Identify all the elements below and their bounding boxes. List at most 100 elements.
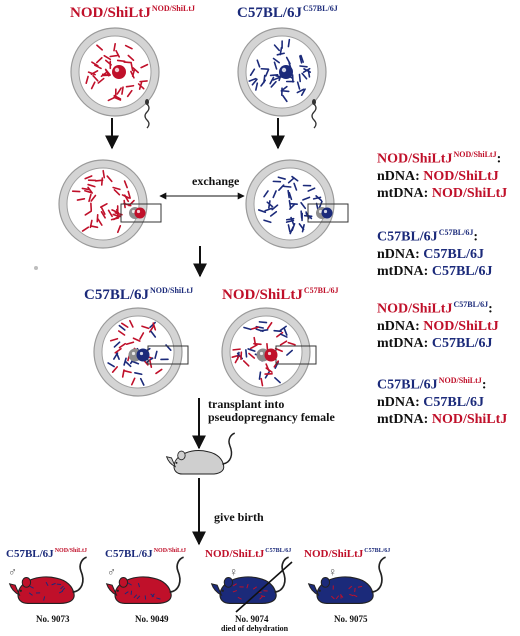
chromatin-dash [28,592,33,596]
chromatin-dash [115,49,121,58]
mtdna-label: mtDNA: [377,263,429,279]
legend-superscript: NOD/ShiLtJ [438,376,482,385]
chromatin-dash [127,190,131,199]
chromatin-dash [301,72,308,80]
karyoplast-highlight [131,209,136,214]
chromatin-dash [287,38,291,48]
chromatin-dash [232,348,241,351]
mouse-body [173,450,225,475]
chromatin-dash [331,595,335,600]
chromatin-dash [287,177,295,184]
offspring-mouse [307,556,386,604]
chromatin-dash [300,54,305,63]
chromatin-dash [291,175,299,182]
chromatin-dash [113,94,122,100]
middle-right-title: NOD/ShiLtJC57BL/6J [222,286,339,304]
nucleus [112,65,126,79]
chromatin-dash [272,190,277,199]
mtdna-label: mtDNA: [377,335,429,351]
mouse-body [316,576,374,604]
chromatin-dash [29,585,34,589]
chromatin-dash [258,321,268,324]
top-left-superscript: NOD/ShiLtJ [151,4,195,13]
chromatin-dash [271,204,279,211]
chromatin-dash [76,198,86,201]
legend-strain: C57BL/6J [377,377,438,393]
chromatin-dash [260,79,267,87]
chromatin-dash [91,61,99,67]
chromatin-dash [109,54,118,58]
chromatin-dash [124,44,133,50]
offspring-number: No. 9049 [135,614,169,624]
chromatin-dash [291,222,296,232]
transplant-label: transplant into pseudopregnancy female [208,398,335,424]
chromatin-dash [132,66,140,74]
chromatin-dash [237,596,242,600]
ndna-label: nDNA: [377,318,420,334]
chromatin-dash [148,325,155,333]
oocyte-b6-top [237,27,327,129]
chromatin-dash [124,360,132,368]
sex-symbol: ♀ [229,565,238,579]
chromatin-dash [252,586,257,590]
chromatin-dash [118,342,127,349]
reconstructed-b6-nod [93,307,189,397]
chromatin-dash [127,582,132,586]
stray-dot [34,266,38,270]
karyoplast-highlight [259,351,264,356]
deceased-strike [235,561,293,613]
offspring-strain: C57BL/6J [105,548,153,560]
chromatin-dash [260,595,266,598]
chromatin-dash [139,332,145,340]
chromatin-dash [265,367,273,373]
chromatin-dash [260,377,264,387]
mouse-eye [318,589,321,592]
offspring-superscript: NOD/ShiLtJ [54,548,88,555]
chromatin-dash [124,591,129,595]
chromatin-dash [276,331,284,338]
mouse-snout [165,456,177,468]
chromatin-dash [282,185,292,188]
chromatin-dash [285,217,295,221]
chromatin-dash [300,88,306,97]
chromatin-dash [242,360,250,367]
chromatin-dash [318,200,323,209]
mouse-snout [8,583,21,597]
chromatin-dash [123,357,127,366]
mouse-snout [210,583,223,597]
chromatin-dash [298,223,305,231]
chromatin-dash [130,62,134,72]
legend-strain: C57BL/6J [377,229,438,245]
chromatin-dash [250,326,259,330]
chromatin-dash [274,347,283,353]
chromatin-dash [303,68,312,73]
chromatin-dash [113,188,121,196]
chromatin-dash [246,584,249,589]
karyoplast [264,348,278,362]
chromatin-dash [288,191,293,201]
legend-strain: NOD/ShiLtJ [377,301,453,317]
chromatin-dash [245,349,248,358]
offspring-number: No. 9074 [235,614,269,624]
chromatin-dash [60,585,64,590]
mouse-tail [72,556,87,594]
sperm-head [312,99,316,105]
chromatin-dash [248,352,256,359]
chromatin-dash [259,329,269,332]
chromatin-dash [94,64,102,70]
legend-strain: NOD/ShiLtJ [377,151,453,167]
chromatin-dash [279,46,283,56]
offspring-title: NOD/ShiLtJC57BL/6J [304,548,390,560]
offspring-superscript: C57BL/6J [364,548,391,555]
chromatin-dash [273,44,281,52]
sex-symbol: ♂ [107,565,116,579]
chromatin-dash [263,219,272,224]
chromatin-dash [149,321,156,329]
chromatin-dash [243,326,252,331]
karyoplast-highlight [323,209,328,214]
chromatin-dash [140,63,149,69]
chromatin-dash [259,595,263,600]
ndna-label: nDNA: [377,246,420,262]
chromatin-dash [125,341,135,345]
